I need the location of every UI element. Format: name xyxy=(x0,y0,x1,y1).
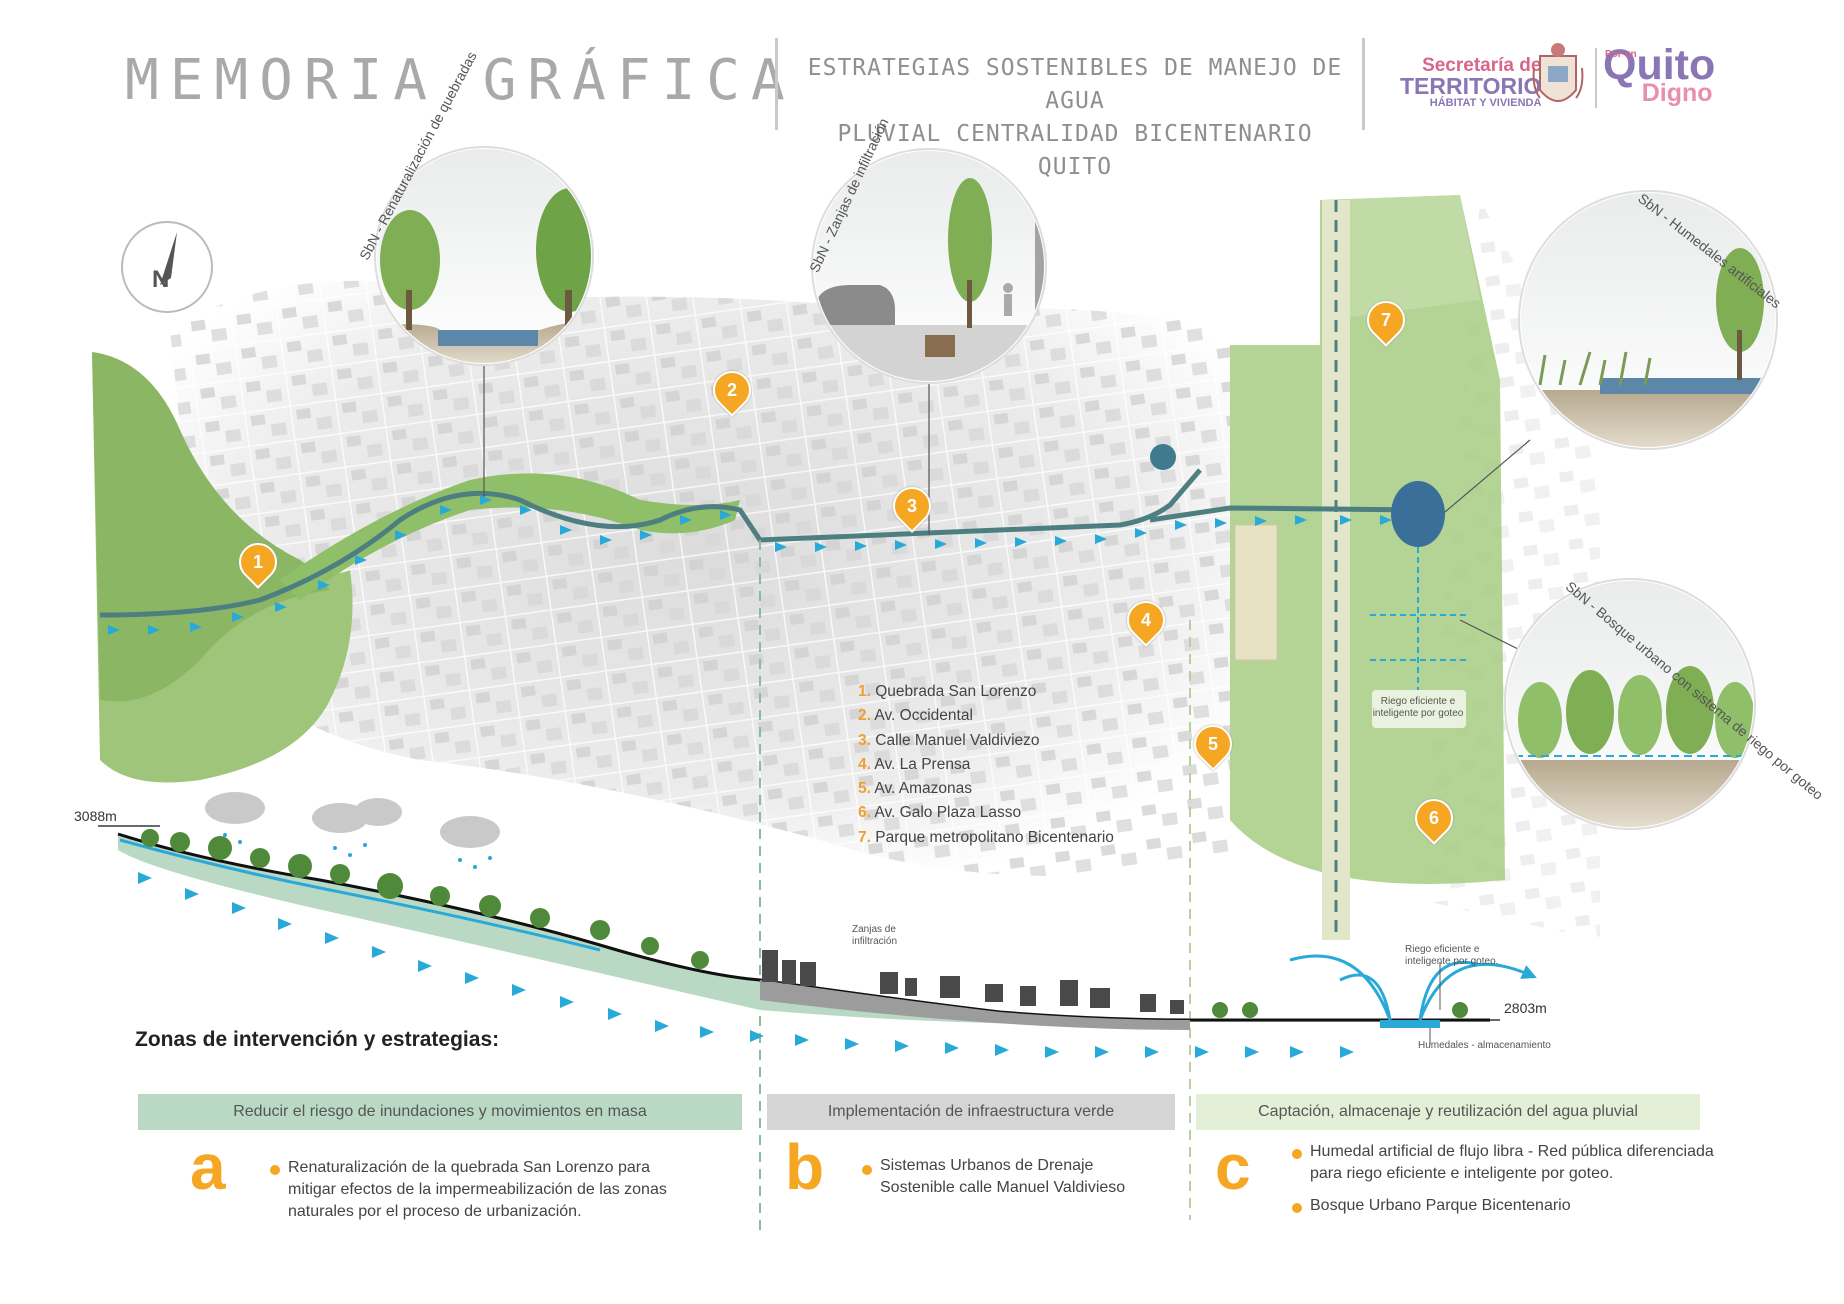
zone-a-band: Reducir el riesgo de inundaciones y movi… xyxy=(138,1094,742,1130)
legend-item: 2. Av. Occidental xyxy=(858,704,1114,728)
map-marker-number: 2 xyxy=(726,380,737,400)
zone-b-band: Implementación de infraestructura verde xyxy=(767,1094,1175,1130)
legend-item-number: 6. xyxy=(858,804,871,822)
logo-sec-line1: Secretaría de xyxy=(1422,55,1542,76)
compass-north-icon: N xyxy=(152,266,170,293)
legend-item-number: 7. xyxy=(858,828,871,846)
legend-item-label: Quebrada San Lorenzo xyxy=(875,683,1037,700)
legend-item-label: Parque metropolitano Bicentenario xyxy=(875,828,1114,846)
logo-quito-small: Por un xyxy=(1605,49,1637,60)
subtitle-line-2: PLUVIAL CENTRALIDAD BICENTENARIO QUITO xyxy=(837,121,1313,180)
zone-a-letter: a xyxy=(190,1131,226,1203)
zone-c-letter: c xyxy=(1215,1131,1251,1203)
legend-item: 3. Calle Manuel Valdiviezo xyxy=(858,729,1114,753)
zones-title: Zonas de intervención y estrategias: xyxy=(135,1028,500,1051)
bullet-icon xyxy=(862,1162,872,1180)
header-divider xyxy=(1362,38,1365,130)
logo-quito-sub: Digno xyxy=(1641,79,1713,107)
section-label-humedales: Humedales - almacenamiento xyxy=(1418,1040,1551,1051)
zone-c-item-2: Bosque Urbano Parque Bicentenario xyxy=(1310,1197,1571,1214)
subtitle-line-1: ESTRATEGIAS SOSTENIBLES DE MANEJO DE AGU… xyxy=(807,55,1343,114)
logo-divider xyxy=(1595,48,1597,108)
legend-item-label: Av. Galo Plaza Lasso xyxy=(874,804,1022,822)
zone-b-item: Sistemas Urbanos de Drenaje Sostenible c… xyxy=(880,1157,1126,1196)
logo-sec-line2: TERRITORIO xyxy=(1400,73,1542,99)
page-title: MEMORIA GRÁFICA xyxy=(125,48,796,113)
map-marker-number: 1 xyxy=(252,552,263,572)
logo-quito-main: Quito xyxy=(1603,41,1716,89)
legend-item-number: 4. xyxy=(858,755,871,773)
legend-item: 5. Av. Amazonas xyxy=(858,777,1114,801)
page-subtitle: ESTRATEGIAS SOSTENIBLES DE MANEJO DE AGU… xyxy=(795,52,1355,184)
map-marker-number: 4 xyxy=(1140,610,1151,630)
legend-item-label: Av. La Prensa xyxy=(874,755,971,773)
legend-item-number: 2. xyxy=(858,707,871,725)
legend-item-number: 3. xyxy=(858,731,871,749)
bullet-icon xyxy=(1292,1200,1302,1218)
legend-item-label: Av. Amazonas xyxy=(874,780,973,798)
zone-c-band: Captación, almacenaje y reutilización de… xyxy=(1196,1094,1700,1130)
logo-sec-line3: HÁBITAT Y VIVIENDA xyxy=(1429,97,1542,109)
section-label-riego: Riego eficiente e inteligente por goteo. xyxy=(1405,944,1499,967)
map-flow-arrows xyxy=(108,495,1392,635)
legend-item: 1. Quebrada San Lorenzo xyxy=(858,680,1114,704)
zone-a-item: Renaturalización de la quebrada San Lore… xyxy=(288,1159,667,1220)
logo-secretaria: Secretaría de TERRITORIO HÁBITAT Y VIVIE… xyxy=(1400,56,1541,109)
map-marker-number: 5 xyxy=(1207,734,1218,754)
bullet-icon xyxy=(270,1162,280,1180)
zone-b-letter: b xyxy=(785,1131,825,1203)
header-divider xyxy=(775,38,778,130)
altitude-start: 3088m xyxy=(74,808,117,824)
legend-item-label: Calle Manuel Valdiviezo xyxy=(875,731,1040,749)
zone-c-item-1: Humedal artificial de flujo libra - Red … xyxy=(1310,1143,1714,1182)
map-marker-number: 3 xyxy=(906,496,917,516)
legend-item-number: 1. xyxy=(858,683,871,700)
coat-of-arms-icon xyxy=(1532,43,1584,102)
map-marker-number: 7 xyxy=(1380,310,1391,330)
legend-item-number: 5. xyxy=(858,780,871,798)
legend-item: 7. Parque metropolitano Bicentenario xyxy=(858,826,1114,850)
legend-item: 4. Av. La Prensa xyxy=(858,753,1114,777)
section-flow-arrows xyxy=(138,872,1354,1058)
altitude-end: 2803m xyxy=(1504,1000,1547,1016)
map-note-riego: Riego eficiente e inteligente por goteo xyxy=(1372,696,1464,719)
logo-quito-digno: Por un Quito Digno xyxy=(1603,44,1715,106)
section-label-zanjas: Zanjas de infiltración xyxy=(852,924,898,947)
legend-item: 6. Av. Galo Plaza Lasso xyxy=(858,801,1114,825)
map-marker-number: 6 xyxy=(1428,808,1439,828)
bullet-icon xyxy=(1292,1146,1302,1164)
legend-item-label: Av. Occidental xyxy=(874,707,973,725)
